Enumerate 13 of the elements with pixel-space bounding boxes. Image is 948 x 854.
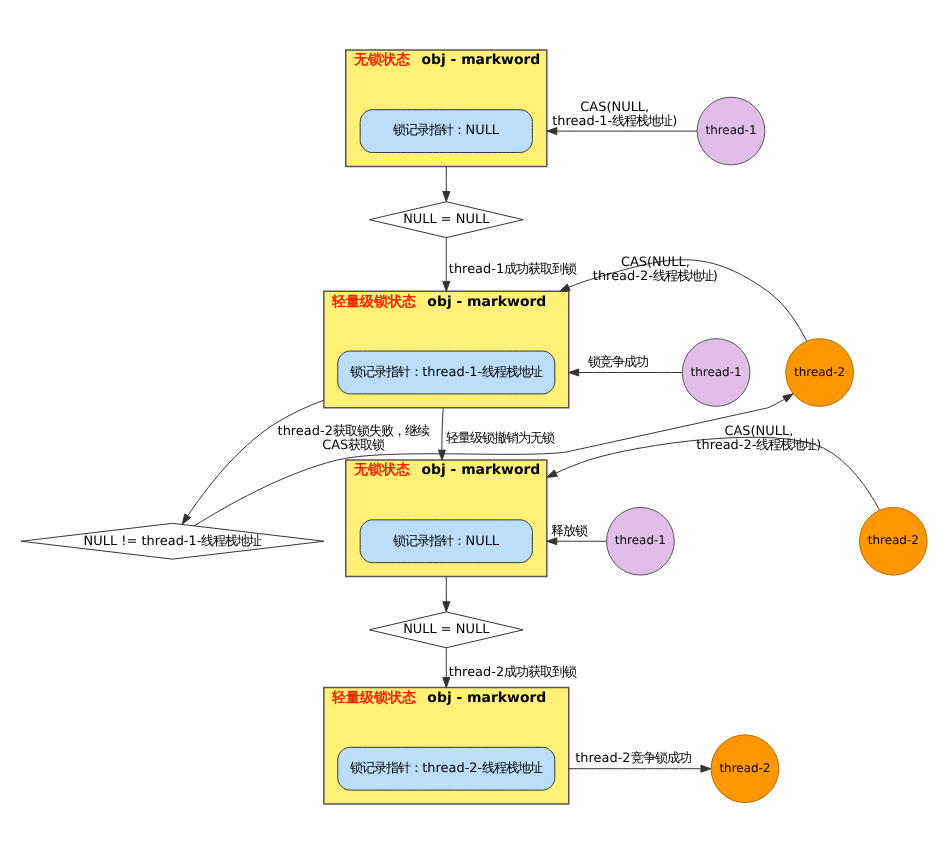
- arrow: [437, 407, 446, 461]
- arrow: [442, 237, 451, 292]
- arrow: [546, 436, 880, 511]
- arrow: [568, 368, 683, 377]
- arrow: [442, 576, 451, 613]
- arrow: [181, 399, 325, 525]
- arrow: [559, 259, 808, 342]
- arrow: [442, 165, 451, 202]
- arrow: [546, 127, 698, 136]
- arrow: [194, 393, 794, 527]
- arrow: [442, 647, 451, 689]
- arrow: [546, 537, 607, 546]
- arrow: [568, 764, 712, 773]
